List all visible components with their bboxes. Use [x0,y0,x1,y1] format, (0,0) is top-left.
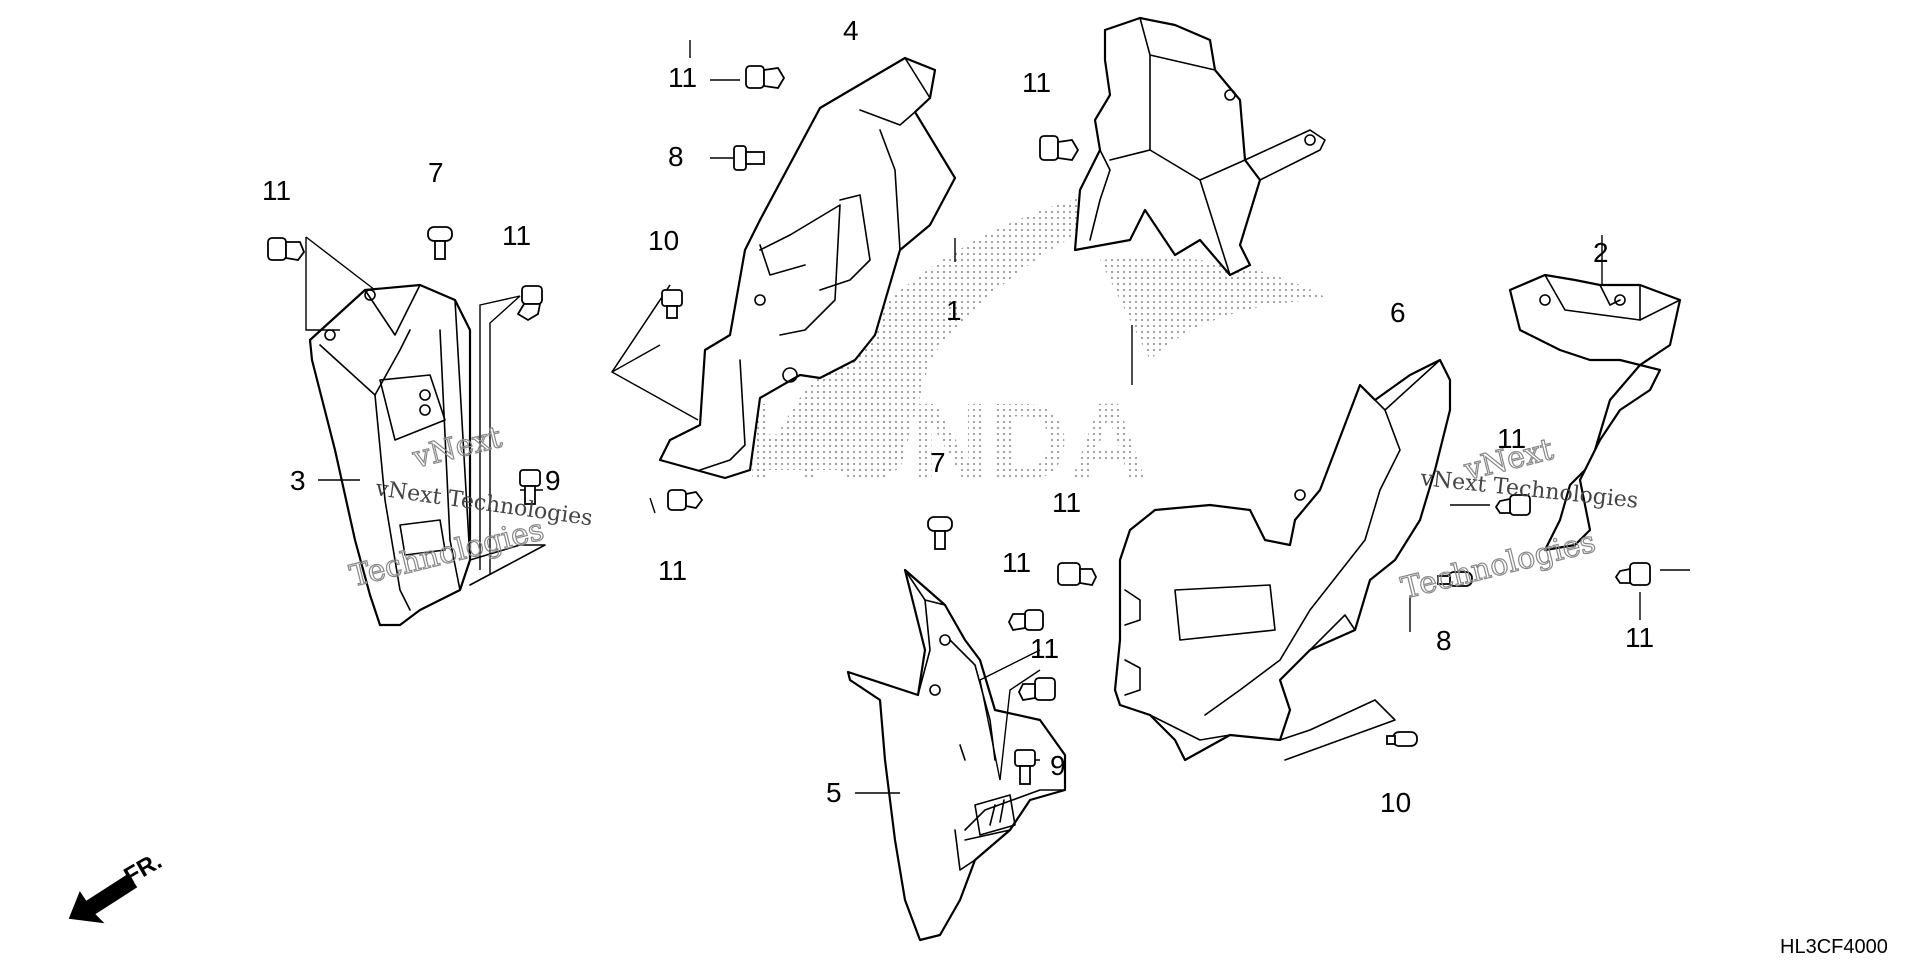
clip-11-right-b [1614,562,1651,586]
honda-logo: HONDA [745,180,1330,504]
part-1-panel [1073,16,1326,277]
callout-8a: 8 [668,141,684,172]
callout-7a: 7 [428,157,444,188]
clip-11-top-left [745,65,786,89]
callout-10a: 10 [648,225,679,256]
clip-11-mid-c [1017,677,1056,701]
callout-4: 4 [843,15,859,46]
callout-11a: 11 [668,62,697,93]
bolt-9-mid [1014,749,1036,785]
clip-11-right-a [1494,494,1531,516]
clip-11-mid-b [1007,609,1044,631]
clip-11-left-b [516,285,543,322]
callout-11j: 11 [1625,622,1654,653]
clip-11-mid-a [1057,562,1098,586]
callout-8b: 8 [1436,625,1452,656]
clip-11-upper-right [1039,135,1080,161]
callout-1: 1 [946,295,962,326]
callout-11c: 11 [262,175,291,206]
callout-3: 3 [290,465,306,496]
callout-9a: 9 [545,465,561,496]
callout-11g: 11 [1002,547,1031,578]
part-3-cover [308,283,546,627]
callout-6: 6 [1390,297,1406,328]
svg-text:Technologies: Technologies [1398,525,1599,607]
callout-11h: 11 [1030,633,1059,664]
callout-2: 2 [1593,237,1609,268]
callout-11e: 11 [658,555,687,586]
front-direction-arrow: FR. [68,847,166,924]
callout-10b: 10 [1380,787,1411,818]
bolt-8-top [733,145,765,171]
bolt-7-mid [927,516,953,550]
callout-11b: 11 [1022,67,1051,98]
fasteners [267,65,1651,785]
bolt-7-left [427,226,453,260]
honda-logo-text: HONDA [745,381,1148,504]
part-4-panel [658,56,957,480]
diagram-code: HL3CF4000 [1780,936,1888,958]
callout-11f: 11 [1052,487,1081,518]
bolt-8-right [1437,571,1473,587]
bolt-10-left [661,289,683,319]
clip-11-left-a [267,237,306,261]
callout-5: 5 [826,777,842,808]
callout-11d: 11 [502,220,531,251]
callout-labels: 1 2 3 4 5 6 7 7 8 8 9 9 10 10 11 11 11 1… [262,15,1654,818]
part-6-panel [1113,358,1452,762]
leader-lines [305,40,1690,794]
clip-11-mid-left [667,489,704,511]
callout-11i: 11 [1497,423,1526,454]
bolt-9-left [519,469,541,505]
part-2-panel [1508,273,1682,552]
bolt-10-right [1386,731,1418,747]
callout-7b: 7 [930,447,946,478]
callout-9b: 9 [1050,750,1066,781]
